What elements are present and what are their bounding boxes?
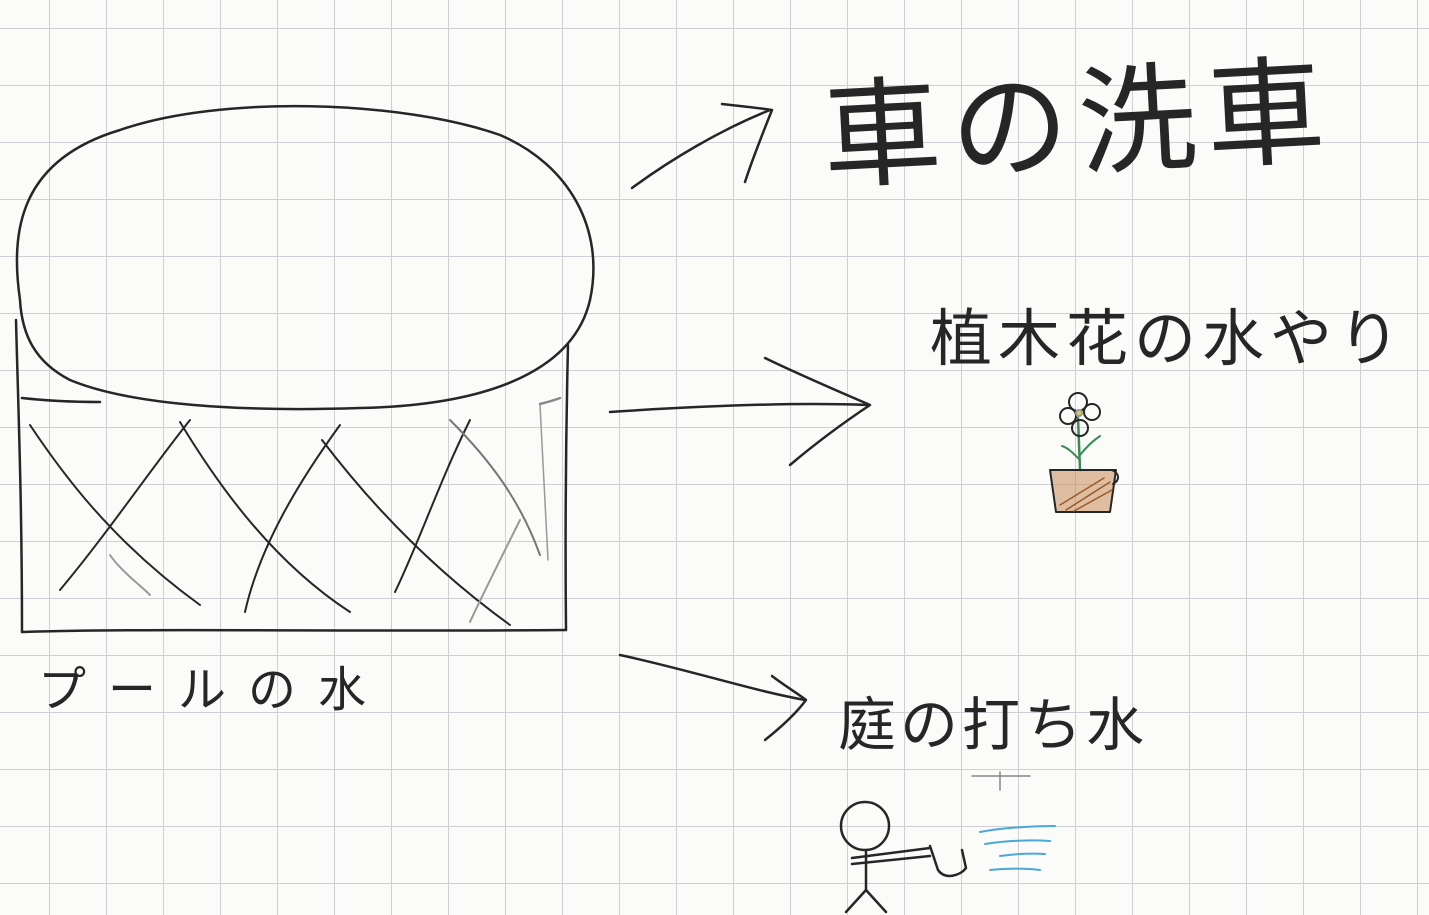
pool-rim — [15, 104, 595, 411]
arrow-to-garden — [618, 653, 808, 742]
water-stream-icon — [979, 825, 1056, 871]
plant-watering-label: 植木花の水やり — [930, 302, 1407, 375]
stick-figure-icon — [839, 800, 968, 914]
pool-left-wall — [14, 318, 24, 634]
pool-water-label: プールの水 — [38, 662, 389, 718]
garden-sprinkle-label: 庭の打ち水 — [838, 691, 1149, 759]
person-head — [839, 800, 891, 852]
person-arms — [850, 846, 932, 866]
pool-band-top — [20, 396, 102, 404]
pool-crosshatch — [29, 419, 541, 626]
flower-stem — [1076, 416, 1082, 472]
arrow-to-plants — [608, 356, 872, 467]
pool-drawing-icon — [14, 104, 595, 634]
flower-pot-icon — [1049, 392, 1120, 513]
car-wash-label: 車の洗車 — [819, 41, 1338, 207]
pool-right-wall — [564, 343, 570, 632]
pool-bottom — [20, 628, 568, 634]
hose — [928, 844, 968, 878]
arrow-to-car-wash — [630, 102, 774, 190]
